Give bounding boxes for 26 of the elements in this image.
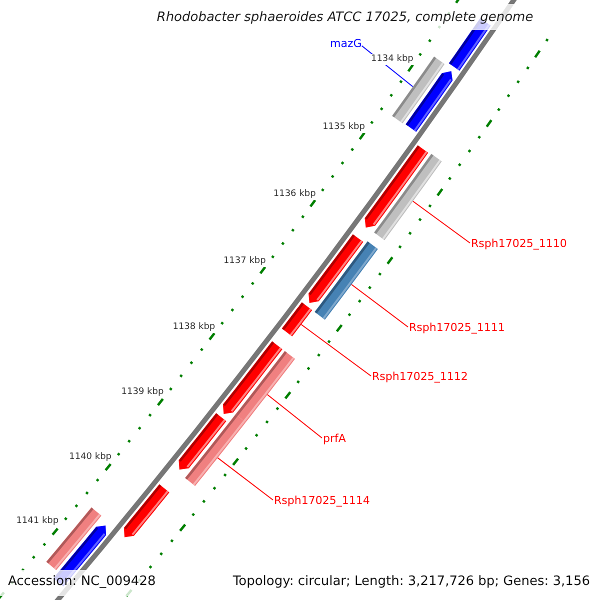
gene-label: mazG bbox=[330, 38, 362, 48]
scale-label: 1138 kbp bbox=[172, 322, 216, 333]
scale-label: 1136 kbp bbox=[272, 189, 317, 200]
gene-feature bbox=[314, 241, 378, 320]
leader-line bbox=[217, 457, 274, 500]
gene-feature bbox=[185, 414, 246, 486]
scale-label: 1135 kbp bbox=[322, 122, 366, 133]
leader-line bbox=[266, 394, 322, 438]
leader-line bbox=[412, 200, 470, 244]
genome-summary-text: Topology: circular; Length: 3,217,726 bp; Genes: 3,156 bbox=[232, 575, 590, 588]
leader-line bbox=[351, 284, 408, 328]
scale-label: 1141 kbp bbox=[15, 516, 60, 528]
gene-feature bbox=[236, 351, 295, 422]
leader-line bbox=[300, 324, 372, 376]
gene-feature bbox=[374, 154, 442, 240]
gene-label: prfA bbox=[323, 432, 346, 444]
gene-label: Rsph17025_1111 bbox=[409, 322, 505, 332]
scale-label: 1134 kbp bbox=[370, 54, 414, 66]
scale-label: 1137 kbp bbox=[222, 256, 267, 267]
gene-label: Rsph17025_1112 bbox=[372, 370, 468, 382]
diagram-title: Rhodobacter sphaeroides ATCC 17025, complete genome bbox=[156, 11, 534, 24]
scale-label: 1139 kbp bbox=[120, 387, 165, 398]
scale-label: 1140 kbp bbox=[68, 452, 113, 464]
gene-label: Rsph17025_1114 bbox=[274, 494, 370, 506]
gene-feature bbox=[282, 302, 312, 336]
gene-label: Rsph17025_1110 bbox=[471, 238, 567, 248]
